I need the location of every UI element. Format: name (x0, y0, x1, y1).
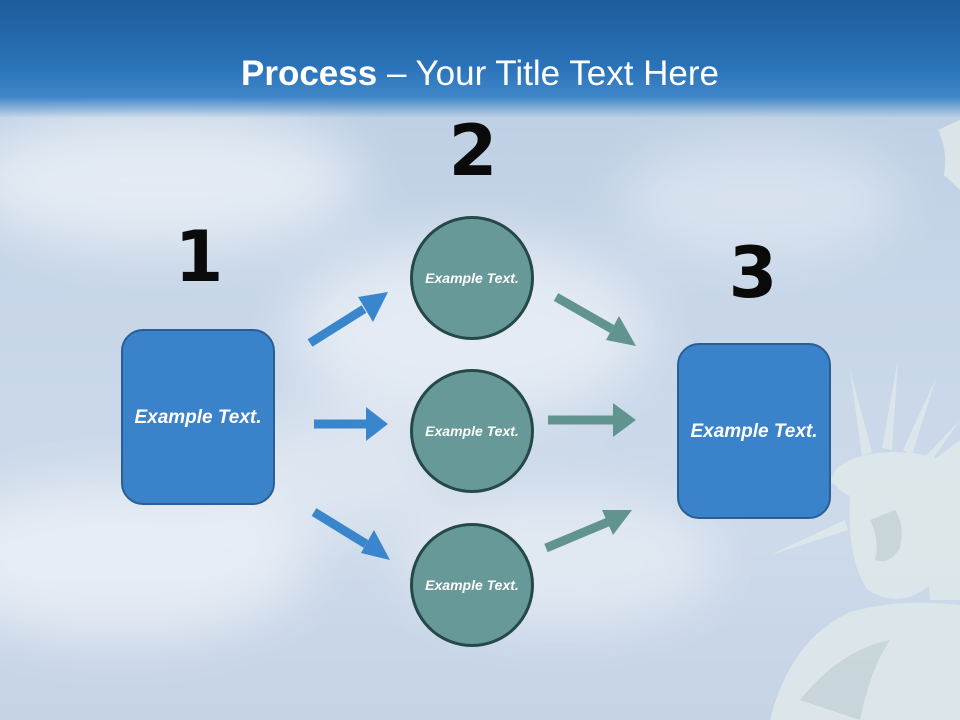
arrow-2b-to-3 (548, 403, 636, 437)
step-number-1: 1 (174, 216, 224, 298)
step-2-circle-top: Example Text. (410, 216, 534, 340)
title-bar (0, 0, 960, 118)
step-number-3: 3 (728, 232, 778, 314)
step-2-text-middle: Example Text. (425, 422, 519, 439)
arrow-1-to-2a (307, 292, 388, 347)
step-3-box: Example Text. (677, 343, 831, 519)
step-1-box: Example Text. (121, 329, 275, 505)
step-1-text: Example Text. (134, 406, 262, 428)
step-2-circle-bottom: Example Text. (410, 523, 534, 647)
step-2-circle-middle: Example Text. (410, 369, 534, 493)
arrow-2a-to-3 (553, 293, 636, 346)
arrow-1-to-2b (314, 407, 388, 441)
step-3-text: Example Text. (690, 420, 818, 442)
arrow-2c-to-3 (544, 510, 632, 553)
title-bold: Process (241, 54, 378, 93)
step-number-2: 2 (448, 110, 498, 192)
step-2-text-bottom: Example Text. (425, 576, 519, 593)
title-rest: – Your Title Text Here (377, 54, 719, 93)
slide-title: Process – Your Title Text Here (0, 52, 960, 96)
step-2-text-top: Example Text. (425, 269, 519, 286)
arrow-1-to-2c (311, 508, 390, 560)
